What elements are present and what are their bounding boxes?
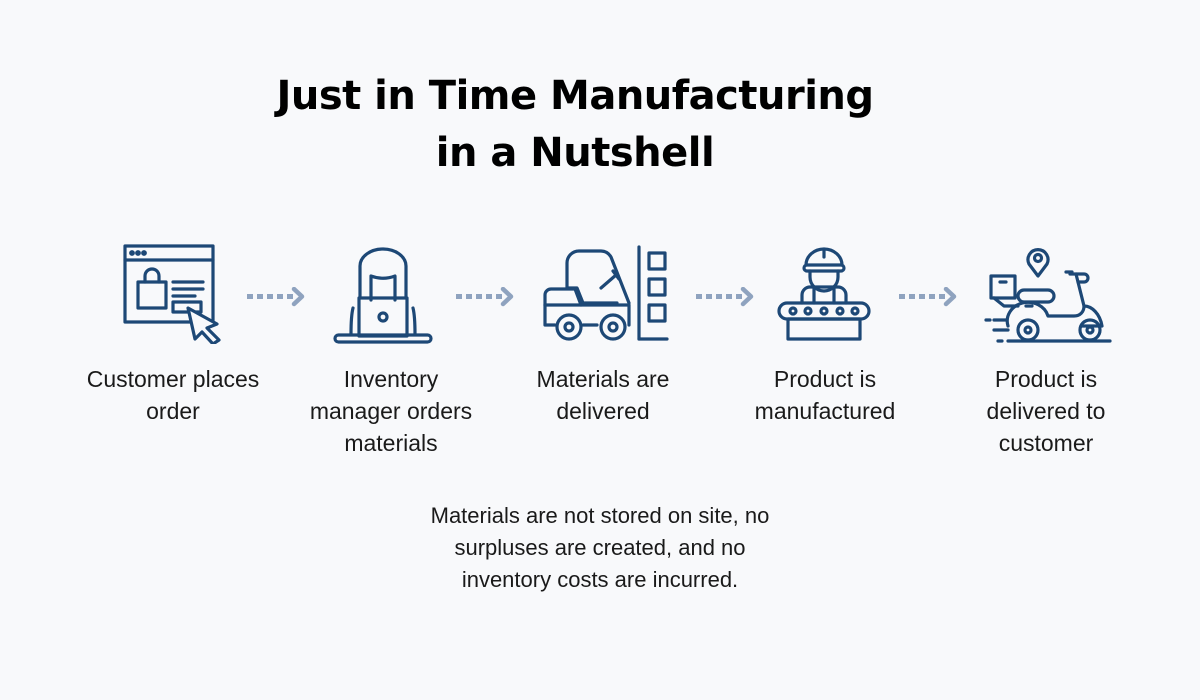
step-label-inventory-manager: Inventory manager orders materials bbox=[309, 366, 473, 456]
summary-note: Materials are not stored on site, no sur… bbox=[430, 503, 770, 592]
worker-conveyor-icon bbox=[776, 243, 872, 343]
forklift-icon bbox=[541, 243, 671, 343]
dotted-arrow-icon bbox=[456, 286, 516, 312]
dotted-arrow-icon bbox=[899, 286, 959, 312]
step-label-product-manufactured: Product is manufactured bbox=[754, 366, 896, 424]
step-label-customer-places-order: Customer places order bbox=[86, 366, 260, 424]
dotted-arrow-icon bbox=[696, 286, 756, 312]
dotted-arrow-icon bbox=[247, 286, 307, 312]
title-line-1: Just in Time Manufacturing bbox=[276, 73, 874, 119]
delivery-scooter-icon bbox=[984, 244, 1114, 344]
page-title: Just in Time Manufacturing in a Nutshell bbox=[0, 68, 1150, 182]
online-shop-cursor-icon bbox=[123, 244, 228, 344]
title-line-2: in a Nutshell bbox=[435, 130, 715, 176]
person-laptop-icon bbox=[333, 244, 433, 344]
step-label-materials-delivered: Materials are delivered bbox=[536, 366, 670, 424]
step-label-product-delivered: Product is delivered to customer bbox=[986, 366, 1106, 456]
